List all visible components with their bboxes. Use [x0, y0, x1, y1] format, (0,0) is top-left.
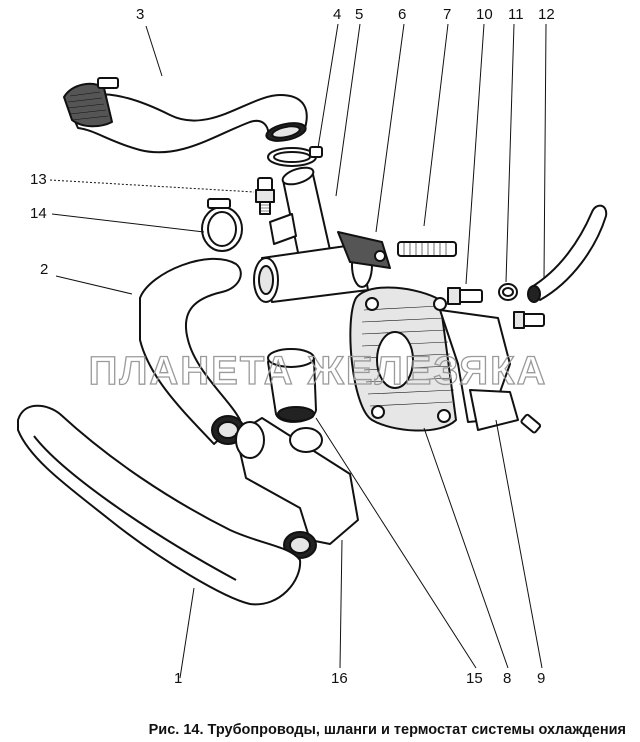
callout-10: 10	[476, 6, 493, 23]
leader-lines	[49, 23, 547, 679]
clamp-14	[201, 198, 243, 252]
hose-15	[267, 348, 317, 423]
callout-9: 9	[537, 670, 545, 687]
hose-12	[527, 204, 608, 303]
leader-15	[315, 417, 477, 669]
hose-3	[63, 77, 308, 154]
leader-16	[339, 539, 343, 669]
callout-11: 11	[508, 6, 524, 23]
leader-11	[505, 23, 515, 283]
thermostat-housing-9	[439, 309, 545, 434]
leader-13	[49, 179, 255, 193]
callout-15: 15	[466, 670, 483, 687]
leader-7	[423, 23, 449, 227]
callout-2: 2	[40, 261, 48, 278]
gasket-6	[337, 231, 391, 269]
hose-1	[17, 404, 302, 606]
clamp-4	[267, 146, 323, 167]
hose-3-clamp	[63, 77, 119, 128]
leader-3	[145, 25, 163, 77]
leader-1	[179, 587, 195, 679]
tee-pipe-16	[235, 417, 359, 559]
callout-3: 3	[136, 6, 144, 23]
clamp-11	[498, 283, 518, 301]
leader-2	[55, 275, 133, 295]
callout-12: 12	[538, 6, 555, 23]
leader-14	[51, 213, 205, 233]
callout-7: 7	[443, 6, 451, 23]
callout-5: 5	[355, 6, 363, 23]
thermostat-cover-8	[349, 286, 457, 432]
callout-4: 4	[333, 6, 341, 23]
callout-6: 6	[398, 6, 406, 23]
callout-1: 1	[174, 670, 182, 687]
callout-14: 14	[30, 205, 47, 222]
callout-13: 13	[30, 171, 47, 188]
leader-8	[423, 427, 509, 669]
callout-8: 8	[503, 670, 511, 687]
watermark-text: ПЛАНЕТА ЖЕЛЕЗЯКА	[89, 349, 548, 393]
leader-9	[495, 419, 543, 669]
stud-7	[397, 241, 457, 257]
leader-4	[317, 23, 339, 149]
callout-16: 16	[331, 670, 348, 687]
figure-caption: Рис. 14. Трубопроводы, шланги и термоста…	[149, 722, 626, 738]
temperature-sensor-13	[255, 177, 275, 215]
leader-5	[335, 23, 361, 197]
leader-10	[465, 23, 485, 285]
leader-6	[375, 23, 405, 233]
fitting-10	[447, 287, 483, 305]
outlet-pipe-5	[253, 166, 373, 303]
leader-12	[543, 23, 547, 279]
